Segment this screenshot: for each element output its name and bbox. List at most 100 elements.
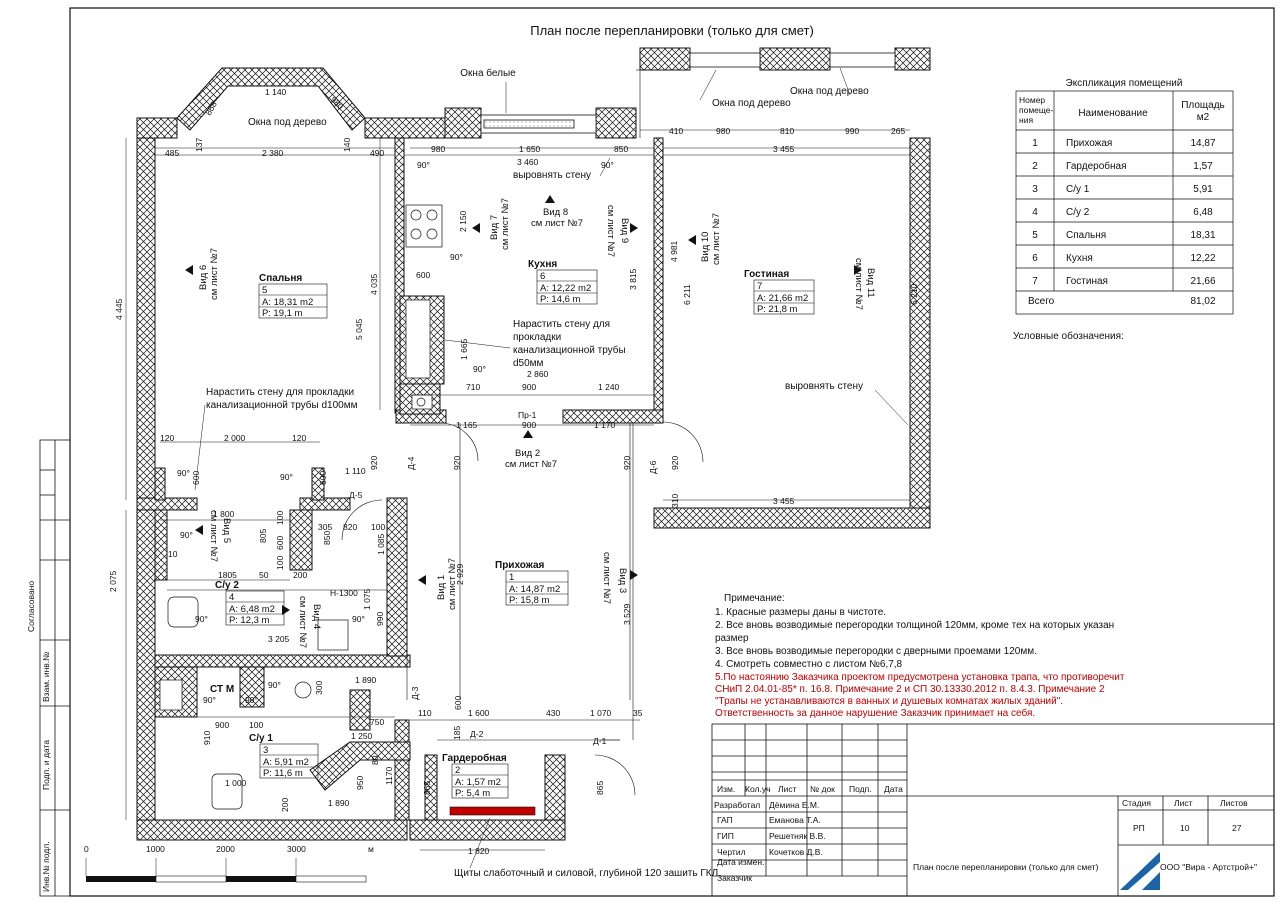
- svg-text:Номер: Номер: [1019, 95, 1045, 105]
- svg-text:120: 120: [292, 433, 306, 443]
- svg-text:90°: 90°: [180, 530, 193, 540]
- svg-text:Вид 11: Вид 11: [865, 268, 876, 298]
- svg-text:см лист №7: см лист №7: [531, 218, 583, 229]
- toilet-icon-2: [211, 773, 243, 810]
- svg-text:План после перепланировки (тол: План после перепланировки (только для см…: [913, 862, 1099, 872]
- svg-text:Подп.: Подп.: [849, 784, 872, 794]
- svg-text:185: 185: [452, 726, 462, 740]
- plan-notes: выровнять стену Нарастить стену для прок…: [206, 170, 863, 879]
- svg-text:485: 485: [165, 148, 179, 158]
- svg-text:1 665: 1 665: [459, 338, 469, 360]
- svg-text:3 529: 3 529: [622, 603, 632, 625]
- drain-icon: [294, 681, 312, 699]
- svg-text:300: 300: [314, 681, 324, 695]
- svg-text:920: 920: [670, 456, 680, 470]
- svg-text:Вид 7: Вид 7: [489, 215, 500, 240]
- svg-text:3 455: 3 455: [773, 144, 795, 154]
- svg-text:805: 805: [258, 529, 268, 543]
- svg-text:90°: 90°: [473, 364, 486, 374]
- svg-text:1 800: 1 800: [213, 509, 235, 519]
- svg-text:ГИП: ГИП: [717, 831, 734, 841]
- svg-text:305: 305: [318, 522, 332, 532]
- svg-text:Примечание:: Примечание:: [724, 593, 785, 604]
- svg-text:выровнять стену: выровнять стену: [785, 381, 863, 392]
- svg-text:100: 100: [275, 511, 285, 525]
- fixtures: [159, 204, 443, 810]
- leader-lines: [194, 67, 909, 869]
- svg-text:см лист №7: см лист №7: [711, 213, 722, 265]
- svg-text:размер: размер: [715, 633, 749, 644]
- svg-text:Вид 9: Вид 9: [619, 218, 630, 243]
- svg-text:3 815: 3 815: [628, 268, 638, 290]
- svg-text:1 890: 1 890: [328, 798, 350, 808]
- explication-cell: 12,22: [1190, 253, 1215, 264]
- svg-text:Еманова Т.А.: Еманова Т.А.: [769, 815, 821, 825]
- svg-text:430: 430: [546, 708, 560, 718]
- svg-text:810: 810: [780, 126, 794, 136]
- svg-text:см лист №7: см лист №7: [500, 198, 511, 250]
- svg-text:Кочетков Д.В.: Кочетков Д.В.: [769, 847, 823, 857]
- svg-text:310: 310: [670, 494, 680, 508]
- svg-text:А: 6,48 m2: А: 6,48 m2: [229, 604, 275, 615]
- svg-text:Изм.: Изм.: [717, 784, 735, 794]
- svg-text:3 460: 3 460: [517, 157, 539, 167]
- svg-text:35: 35: [633, 708, 643, 718]
- svg-text:27: 27: [1232, 823, 1242, 833]
- svg-text:см лист №7: см лист №7: [209, 248, 220, 300]
- svg-text:см лист №7: см лист №7: [208, 510, 219, 562]
- svg-text:4 445: 4 445: [114, 298, 124, 320]
- svg-text:см лист №7: см лист №7: [601, 552, 612, 604]
- svg-text:РП: РП: [1133, 823, 1145, 833]
- svg-text:Р: 19,1 m: Р: 19,1 m: [262, 308, 303, 319]
- boiler-icon: [159, 679, 183, 711]
- svg-text:1 085: 1 085: [376, 533, 386, 555]
- svg-text:900: 900: [215, 720, 229, 730]
- svg-text:Нарастить стену для прокладки: Нарастить стену для прокладки: [206, 387, 354, 398]
- svg-text:600: 600: [416, 270, 430, 280]
- svg-text:1170: 1170: [384, 766, 394, 785]
- svg-text:2000: 2000: [216, 844, 235, 854]
- svg-text:600: 600: [453, 696, 463, 710]
- svg-text:4 981: 4 981: [669, 240, 679, 262]
- explication-cell: 21,66: [1190, 276, 1215, 287]
- svg-text:2 860: 2 860: [527, 369, 549, 379]
- svg-text:6 210: 6 210: [909, 283, 919, 305]
- svg-text:С/у 1: С/у 1: [249, 733, 273, 744]
- svg-text:Н-1300: Н-1300: [330, 588, 358, 598]
- svg-text:200: 200: [293, 570, 307, 580]
- svg-text:2 929: 2 929: [455, 563, 465, 585]
- svg-text:4. Смотреть совместно с листом: 4. Смотреть совместно с листом №6,7,8: [715, 659, 903, 670]
- svg-text:А: 1,57 m2: А: 1,57 m2: [455, 777, 501, 788]
- svg-text:90°: 90°: [450, 252, 463, 262]
- windows: [480, 52, 896, 134]
- svg-text:1. Красные размеры даны в чист: 1. Красные размеры даны в чистоте.: [715, 607, 886, 618]
- svg-text:1 070: 1 070: [590, 708, 612, 718]
- room-bath-2: С/у 2 4 А: 6,48 m2 Р: 12,3 m: [215, 580, 285, 626]
- side-sign-date: Подп. и дата: [41, 740, 51, 790]
- doors: [341, 421, 704, 796]
- svg-text:Р: 5,4 m: Р: 5,4 m: [455, 788, 490, 799]
- svg-text:910: 910: [202, 731, 212, 745]
- svg-text:600: 600: [191, 471, 201, 485]
- side-agreed: Согласовано: [26, 581, 36, 632]
- svg-text:Д-4: Д-4: [406, 456, 416, 470]
- svg-text:Чертил: Чертил: [717, 847, 746, 857]
- svg-text:90°: 90°: [203, 695, 216, 705]
- svg-text:"Трапы не устанавливаются в ва: "Трапы не устанавливаются в ванных и душ…: [715, 696, 1063, 707]
- svg-text:3. Все вновь возводимые перего: 3. Все вновь возводимые перегородки с дв…: [715, 646, 1037, 657]
- title-block: Изм. Кол.уч Лист № док Подп. Дата Разраб…: [711, 723, 1275, 897]
- svg-text:6: 6: [540, 271, 545, 282]
- svg-text:2 000: 2 000: [224, 433, 246, 443]
- side-stamp: [39, 439, 71, 897]
- scale-bar: 0 1000 2000 3000 м: [84, 844, 374, 883]
- svg-text:Кол.уч: Кол.уч: [745, 784, 771, 794]
- svg-text:прокладки: прокладки: [513, 332, 561, 343]
- svg-text:Вид 2: Вид 2: [515, 448, 540, 459]
- svg-text:СНиП 2.04.01-85* п. 16.8. Прим: СНиП 2.04.01-85* п. 16.8. Примечание 2 и…: [715, 684, 1105, 695]
- svg-text:Стадия: Стадия: [1122, 798, 1151, 808]
- svg-text:90°: 90°: [195, 614, 208, 624]
- view-labels: Вид 6 см лист №7 Вид 7 см лист №7 Вид 8 …: [198, 198, 876, 648]
- svg-text:1 000: 1 000: [225, 778, 247, 788]
- room-kitchen: Кухня 6 А: 12,22 m2 Р: 14,6 m: [528, 259, 598, 305]
- svg-text:600: 600: [275, 536, 285, 550]
